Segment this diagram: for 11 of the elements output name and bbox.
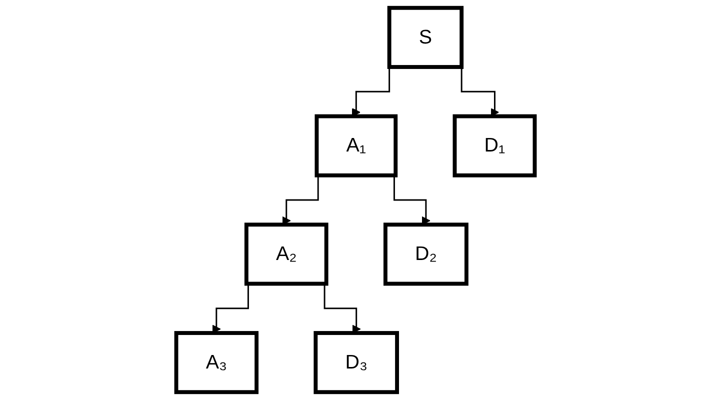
arrow xyxy=(282,175,319,226)
arrow xyxy=(324,284,361,334)
node-box: A₂ xyxy=(244,222,328,286)
node-box: D₁ xyxy=(452,114,537,178)
arrow xyxy=(212,284,249,334)
node-box: D₃ xyxy=(314,331,399,394)
node-box: D₂ xyxy=(383,222,468,286)
arrow xyxy=(393,175,430,226)
node-box: A₃ xyxy=(174,331,259,394)
node-box: A₁ xyxy=(314,114,398,178)
node-box: S xyxy=(387,6,464,69)
